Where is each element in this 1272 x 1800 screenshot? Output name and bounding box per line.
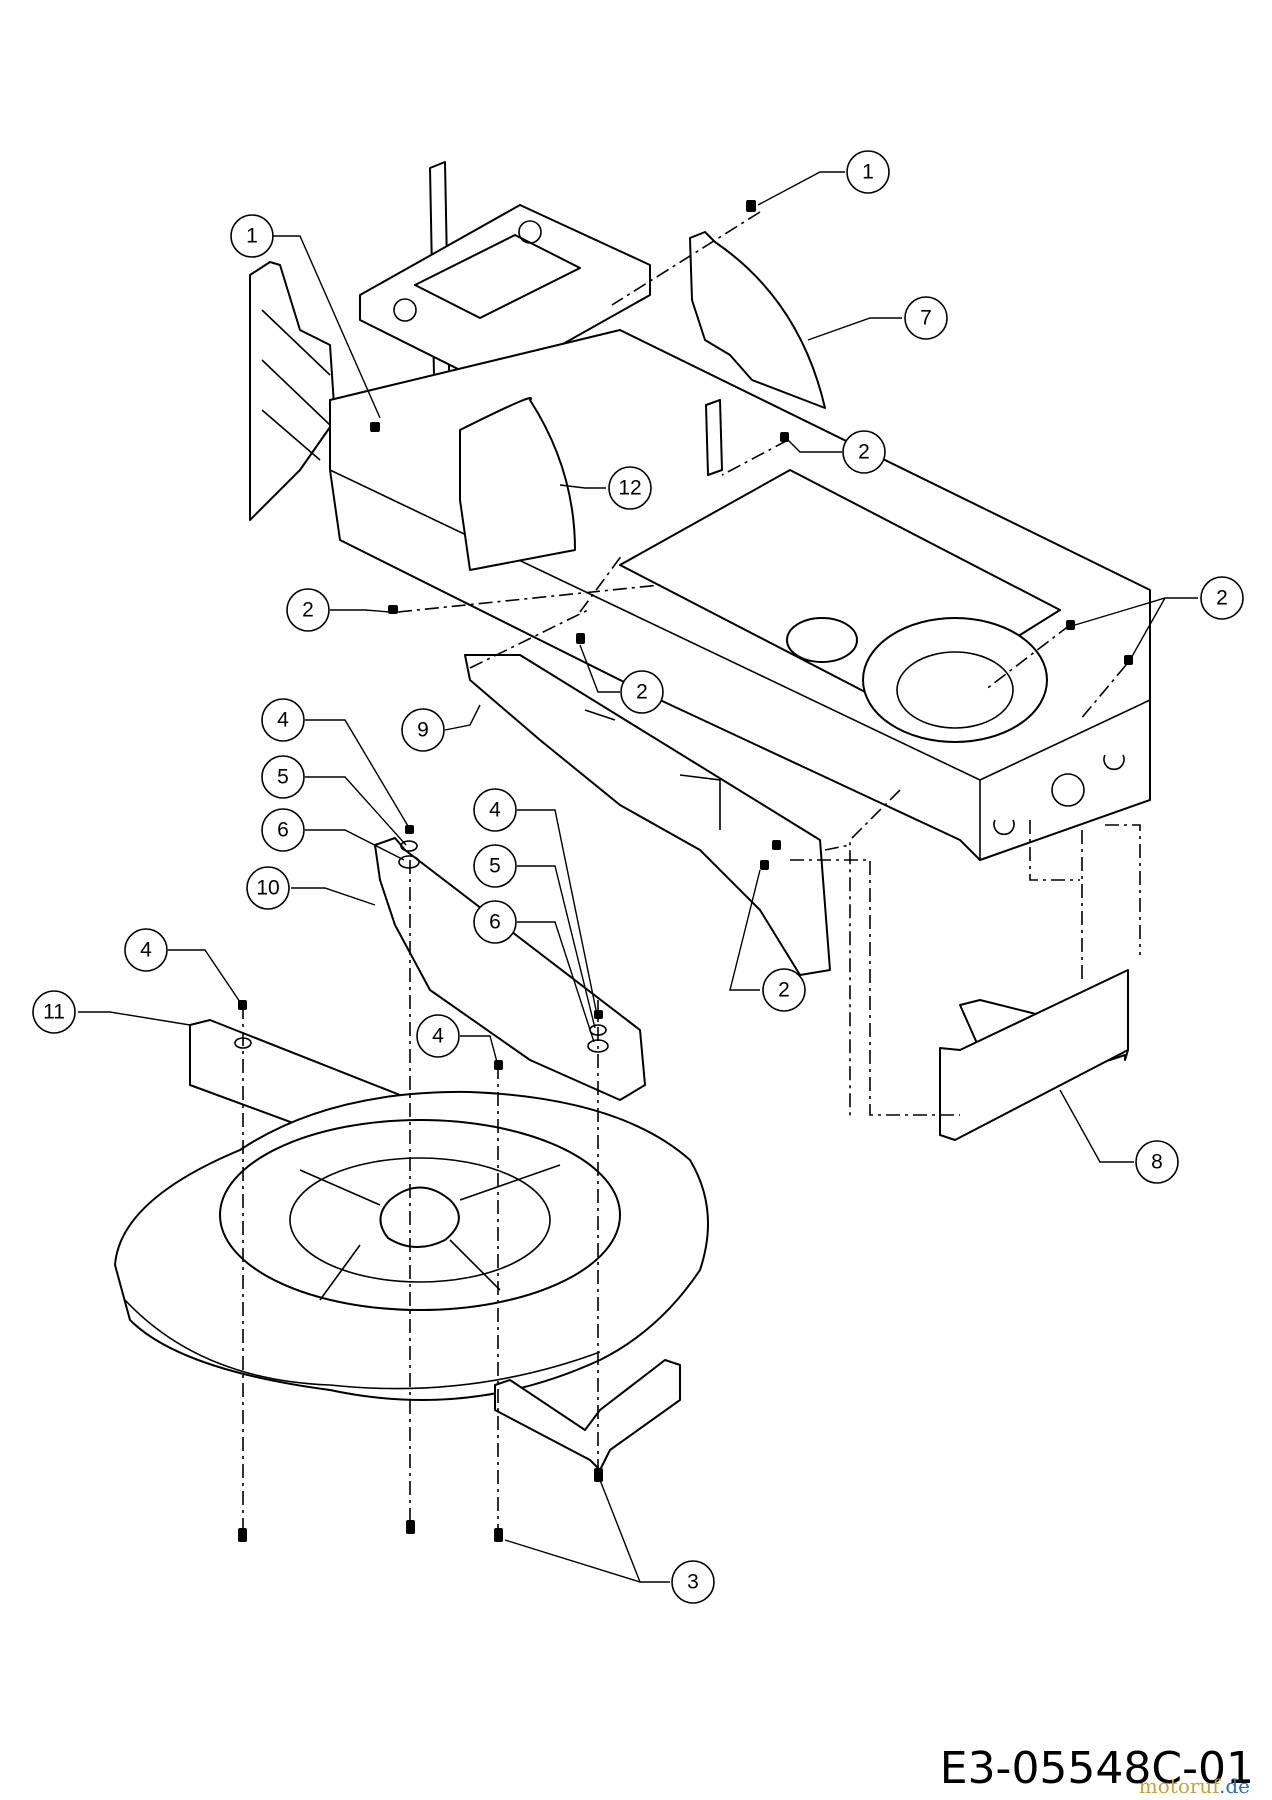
svg-text:2: 2 [858,441,870,464]
svg-text:11: 11 [43,1001,65,1024]
callout-11: 11 [32,990,76,1034]
callout-1-left: 1 [230,214,274,258]
svg-text:1: 1 [862,161,874,184]
callout-9: 9 [401,708,445,752]
callout-10: 10 [246,866,290,910]
svg-text:4: 4 [489,799,501,822]
callout-4-b: 4 [473,788,517,832]
callout-8: 8 [1135,1140,1179,1184]
svg-text:4: 4 [140,939,152,962]
diagram-code: E3-05548C-01 [939,1743,1254,1794]
callout-1-top-right: 1 [846,150,890,194]
callout-4-c: 4 [416,1014,460,1058]
callout-3: 3 [671,1560,715,1604]
svg-text:2: 2 [1216,587,1228,610]
svg-text:9: 9 [417,719,429,742]
svg-text:4: 4 [277,709,289,732]
callout-12: 12 [608,466,652,510]
svg-text:8: 8 [1151,1151,1163,1174]
watermark-logo: motoruf.de [1138,1774,1250,1798]
callout-5-b: 5 [473,844,517,888]
svg-text:5: 5 [277,766,289,789]
callout-2-right: 2 [1200,576,1244,620]
callout-4-a: 4 [261,698,305,742]
svg-text:6: 6 [489,911,501,934]
svg-text:6: 6 [277,819,289,842]
callout-5-a: 5 [261,755,305,799]
svg-text:2: 2 [636,681,648,704]
callout-6-a: 6 [261,808,305,852]
svg-text:12: 12 [618,477,641,500]
svg-text:10: 10 [256,877,279,900]
svg-text:5: 5 [489,855,501,878]
leader-lines [78,171,1198,1583]
callout-2-middle: 2 [620,670,664,714]
assembly-lines [242,211,1141,1530]
callout-2-left: 2 [286,588,330,632]
svg-text:2: 2 [778,979,790,1002]
svg-text:7: 7 [920,307,932,330]
shield-8-lower [939,969,1129,1141]
callout-2-lower: 2 [762,968,806,1012]
svg-text:1: 1 [246,225,258,248]
frame-assembly [249,161,1151,861]
heat-shield-7 [689,231,826,409]
callout-6-b: 6 [473,900,517,944]
svg-text:3: 3 [687,1571,699,1594]
svg-text:2: 2 [302,599,314,622]
mower-deck [114,1090,709,1471]
bracket-9 [464,654,831,976]
svg-text:4: 4 [432,1025,444,1048]
callout-4-d: 4 [124,928,168,972]
callout-7: 7 [904,296,948,340]
callout-2-upper: 2 [842,430,886,474]
